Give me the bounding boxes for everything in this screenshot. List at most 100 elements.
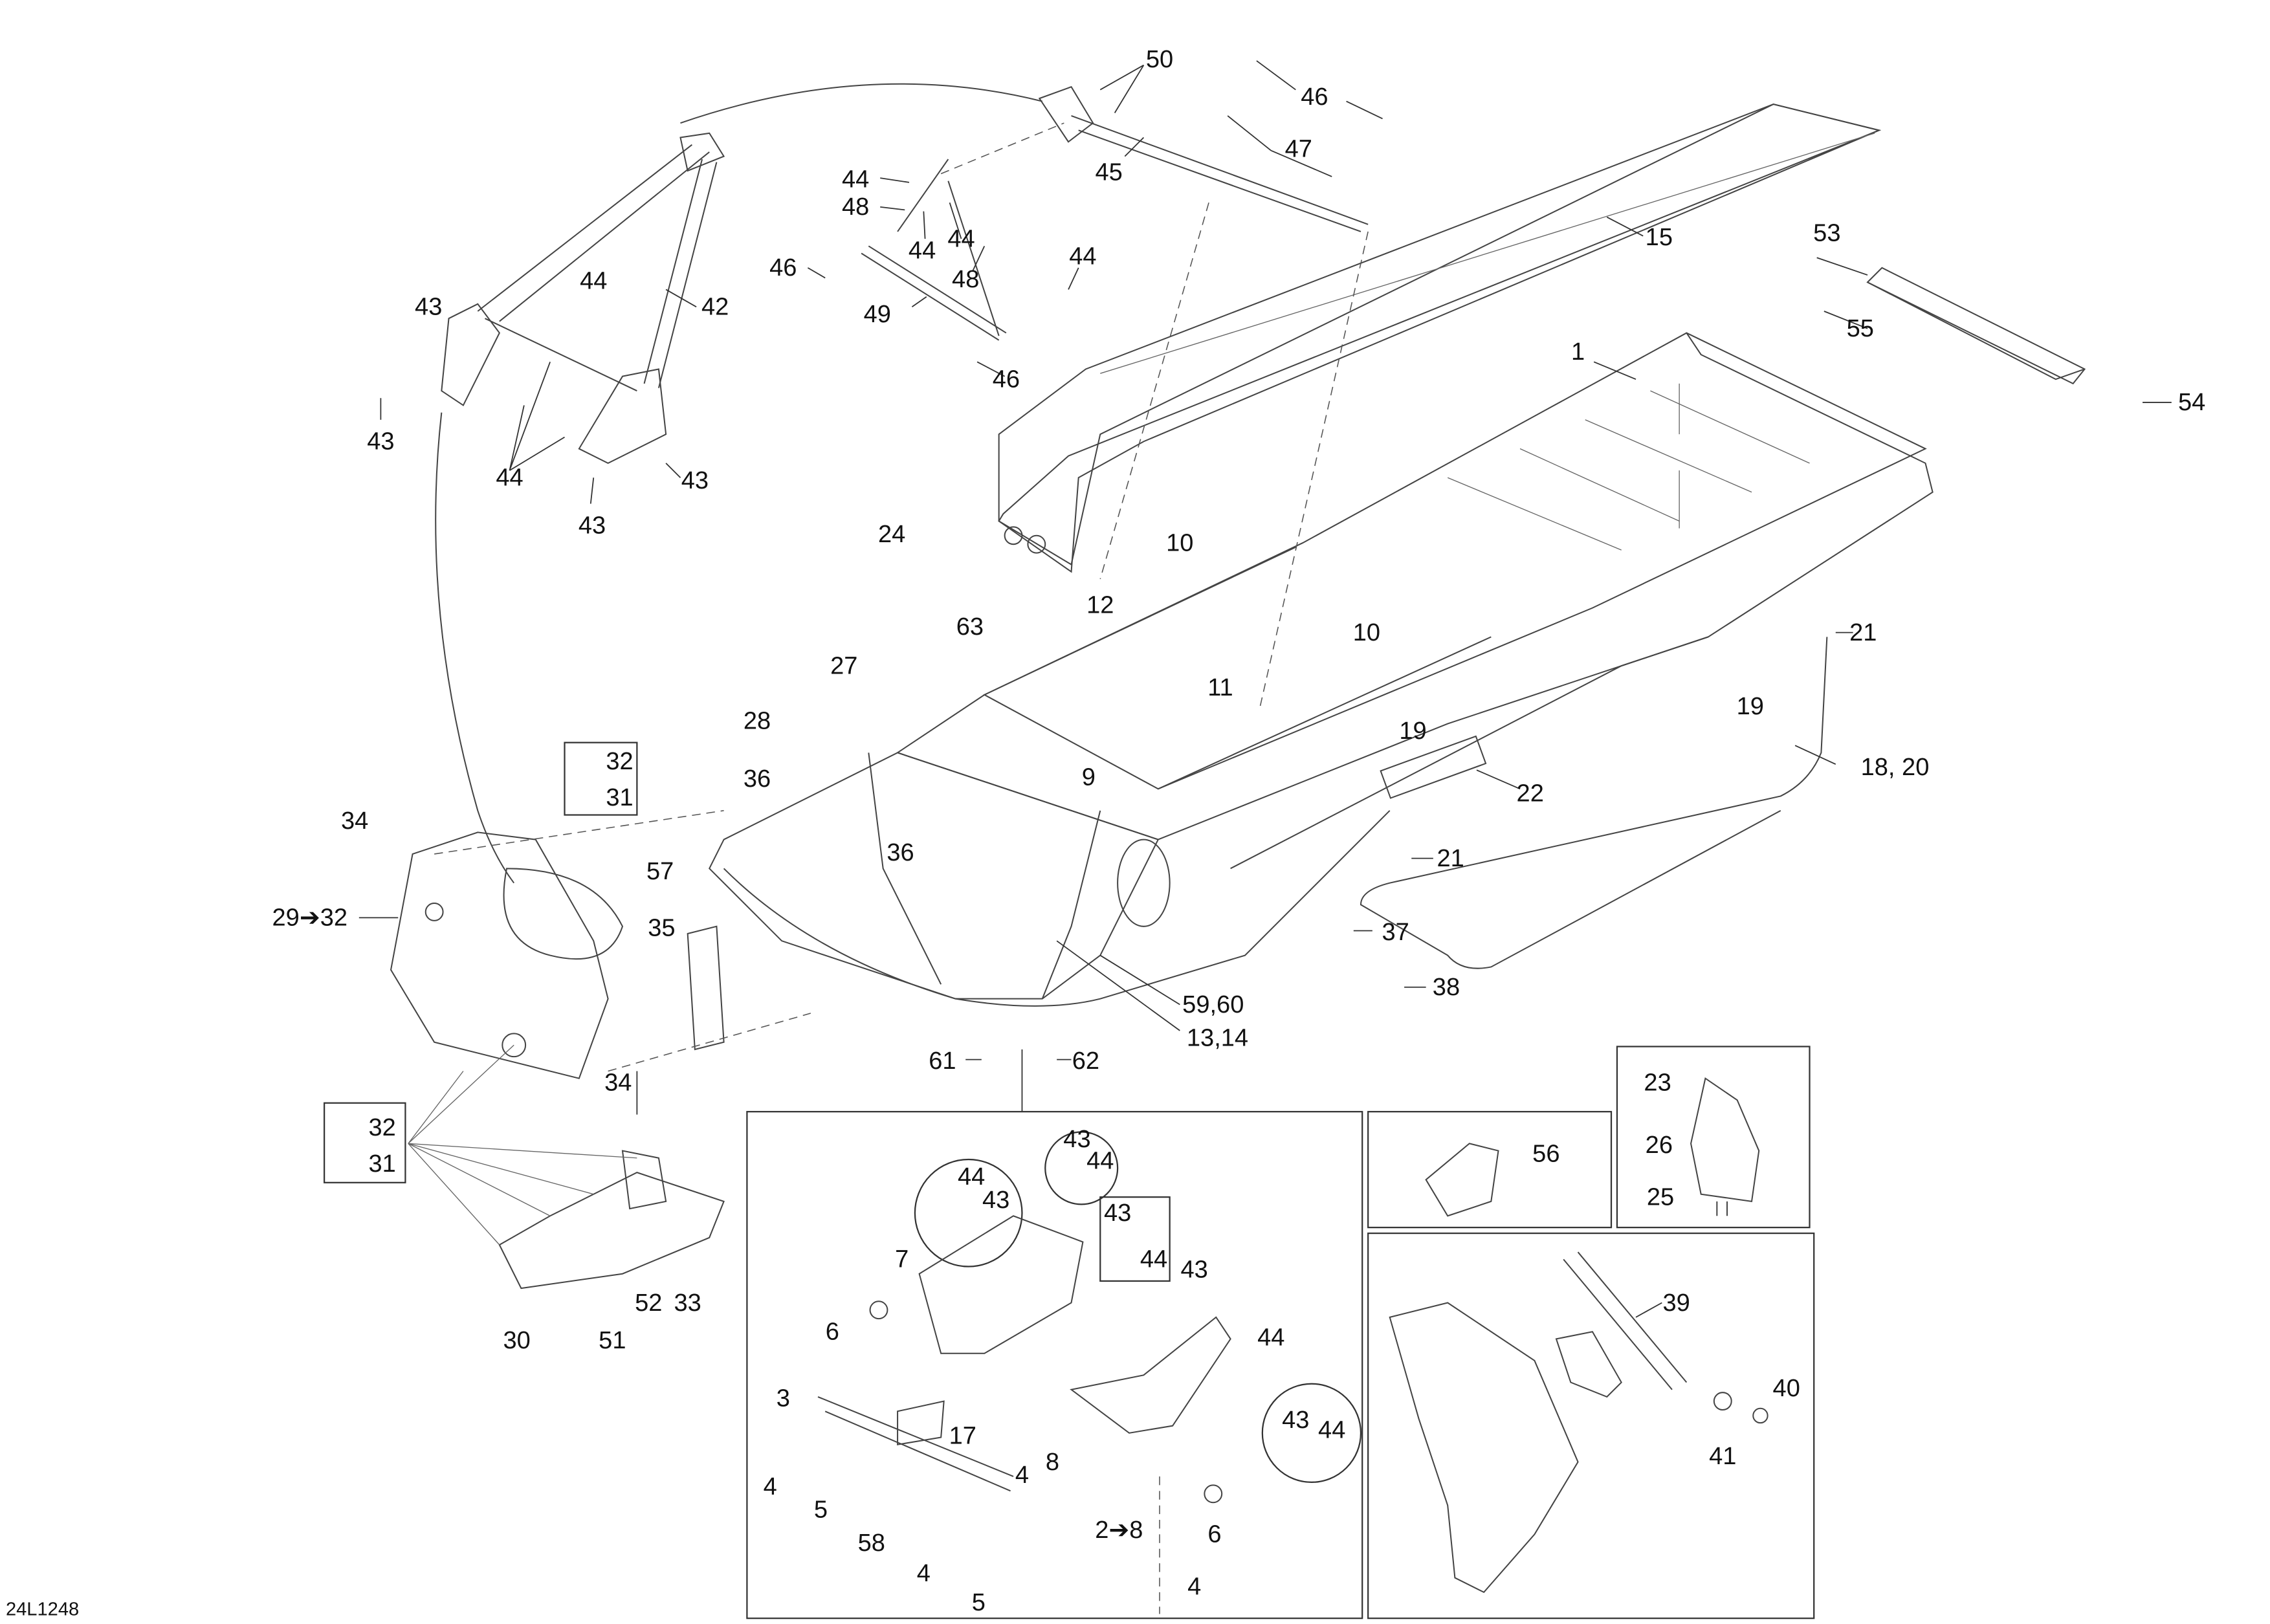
callout-21: 21: [1437, 844, 1464, 872]
callout-26: 26: [1645, 1131, 1673, 1159]
inset-callout-44: 44: [957, 1163, 986, 1191]
callout-55: 55: [1846, 314, 1874, 343]
callout-24: 24: [877, 520, 906, 548]
callout-46: 46: [992, 365, 1020, 393]
callout-50: 50: [1145, 45, 1174, 73]
callout-15: 15: [1645, 223, 1673, 252]
inset-part-56: [1367, 1111, 1613, 1229]
callout-19: 19: [1736, 692, 1764, 721]
inset-callout-4: 4: [1187, 1572, 1202, 1601]
callout-13-14: 13,14: [1186, 1024, 1249, 1052]
callout-18-20: 18, 20: [1860, 753, 1930, 781]
callout-36: 36: [743, 765, 771, 793]
fastener-box-inset: [1099, 1196, 1171, 1282]
inset-front-frame: [746, 1111, 1363, 1619]
inset-23-26-art: [1690, 1077, 1760, 1216]
inset-parts-23-26: [1616, 1046, 1811, 1229]
detail-boxes: [324, 741, 1815, 1619]
callout-44: 44: [580, 267, 608, 295]
inset-callout-5: 5: [813, 1496, 828, 1524]
callout-25: 25: [1646, 1183, 1675, 1211]
callout-30: 30: [503, 1326, 531, 1354]
callout-19: 19: [1399, 717, 1427, 745]
inset-callout-6: 6: [1207, 1520, 1222, 1548]
leader-lines: [358, 60, 2172, 1115]
inset-callout-2-8: 2➔8: [1095, 1516, 1143, 1544]
callout-35: 35: [648, 914, 676, 942]
callout-47: 47: [1284, 135, 1312, 163]
callout-28: 28: [743, 707, 771, 735]
callout-11: 11: [1207, 674, 1233, 701]
callout-22: 22: [1516, 779, 1544, 807]
inset-56-art: [1425, 1143, 1499, 1217]
callout-10: 10: [1352, 619, 1381, 646]
callout-37: 37: [1382, 918, 1409, 947]
callout-31: 31: [368, 1150, 396, 1178]
callout-44: 44: [1069, 242, 1097, 270]
callout-43: 43: [578, 511, 606, 540]
inset-callout-44: 44: [1140, 1245, 1168, 1273]
inset-callout-4: 4: [1015, 1461, 1030, 1489]
inset-callout-44: 44: [1318, 1416, 1346, 1444]
callout-32: 32: [368, 1114, 396, 1142]
inset-callout-44: 44: [1257, 1323, 1285, 1352]
detail-circle-c: [1261, 1383, 1362, 1484]
callout-49: 49: [863, 300, 891, 328]
inset-callout-43: 43: [1180, 1255, 1208, 1284]
callout-31: 31: [606, 784, 634, 811]
callout-44: 44: [908, 236, 936, 265]
callout-1: 1: [1570, 338, 1585, 366]
callout-52: 52: [635, 1289, 663, 1317]
callout-46: 46: [1301, 83, 1328, 111]
lower-bracket-part: [408, 1044, 725, 1289]
callout-48: 48: [952, 265, 980, 294]
callout-53: 53: [1813, 219, 1841, 247]
callout-39: 39: [1662, 1289, 1690, 1317]
callout-34: 34: [604, 1069, 632, 1097]
inset-callout-43: 43: [1063, 1125, 1091, 1153]
callout-56: 56: [1532, 1139, 1560, 1168]
callout-36: 36: [887, 839, 914, 866]
callout-10: 10: [1166, 529, 1194, 557]
callout-9: 9: [1081, 763, 1096, 791]
callout-23: 23: [1644, 1069, 1671, 1097]
callout-42: 42: [701, 293, 729, 321]
inset-front-frame-art: [817, 1215, 1231, 1614]
detail-circle-b: [1044, 1131, 1119, 1205]
steering-column-part: [435, 83, 1043, 884]
callout-62: 62: [1072, 1047, 1100, 1075]
side-rail-part: [1360, 637, 1828, 969]
callout-59-60: 59,60: [1182, 991, 1244, 1018]
callout-40: 40: [1772, 1374, 1800, 1402]
callout-41: 41: [1709, 1442, 1737, 1470]
callout-63: 63: [956, 613, 984, 641]
inset-callout-8: 8: [1045, 1448, 1060, 1476]
callout-32: 32: [606, 747, 634, 776]
inset-callout-6: 6: [825, 1317, 839, 1346]
heat-exchanger-part: [998, 104, 1882, 573]
callout-43: 43: [681, 466, 709, 495]
callout-21: 21: [1849, 619, 1877, 646]
callout-29-32: 29➔32: [272, 904, 347, 932]
callout-34: 34: [340, 807, 369, 835]
callout-12: 12: [1086, 591, 1114, 619]
figure-code: 24L1248: [5, 1597, 80, 1620]
rear-bumper-part: [1866, 267, 2086, 385]
callout-33: 33: [674, 1289, 701, 1317]
callout-27: 27: [830, 652, 858, 680]
inset-parts-39-41: [1367, 1232, 1815, 1619]
inset-39-41-art: [1389, 1251, 1769, 1594]
callout-44: 44: [842, 166, 870, 193]
callout-54: 54: [2177, 388, 2206, 417]
inset-callout-43: 43: [982, 1186, 1010, 1214]
callout-48: 48: [842, 193, 870, 221]
callout-51: 51: [599, 1326, 626, 1354]
inset-callout-3: 3: [776, 1384, 790, 1412]
main-frame-part: [709, 332, 1934, 1007]
callout-43: 43: [367, 428, 395, 455]
callout-46: 46: [769, 254, 797, 282]
inset-callout-5: 5: [971, 1588, 986, 1616]
inset-callout-7: 7: [895, 1245, 909, 1273]
inset-callout-44: 44: [1086, 1147, 1114, 1175]
steering-linkage-part: [861, 86, 1369, 710]
